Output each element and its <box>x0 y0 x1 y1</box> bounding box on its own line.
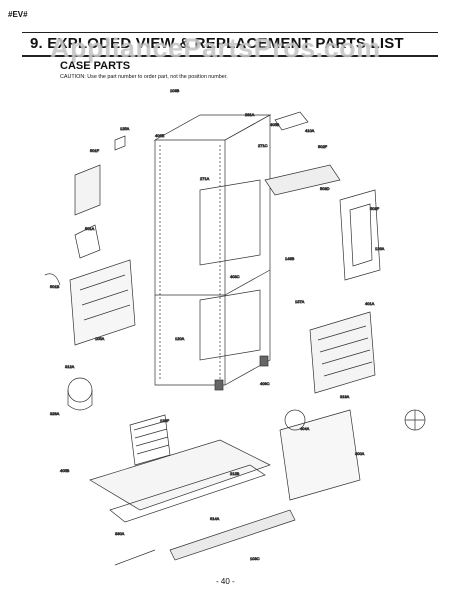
page-number: - 40 - <box>216 577 235 586</box>
callout-503F: 503F <box>370 206 380 211</box>
callout-503D: 503D <box>320 186 330 191</box>
callout-406E: 406E <box>155 133 165 138</box>
callout-103B: 103B <box>170 88 180 93</box>
callout-120F: 120F <box>160 418 170 423</box>
callout-403C: 403C <box>230 274 240 279</box>
callout-137A: 137A <box>295 299 305 304</box>
bottom-parts <box>89 409 361 566</box>
callout-502F: 502F <box>318 144 328 149</box>
callout-271A: 271A <box>200 176 210 181</box>
callout-300A: 300A <box>355 451 365 456</box>
callout-405B-lower: 405B <box>60 468 70 473</box>
callout-501B: 501B <box>50 284 60 289</box>
page-corner-tag: #EV# <box>8 10 28 19</box>
exploded-view-diagram: 103B 281A 405B 410A 125A 406E 501F 502F … <box>44 88 426 575</box>
callout-281A: 281A <box>245 112 255 117</box>
callout-330A: 330A <box>115 531 125 536</box>
callout-312A: 312A <box>65 364 75 369</box>
callout-126A: 126A <box>375 246 385 251</box>
callout-105A: 105A <box>95 336 105 341</box>
caution-note: CAUTION: Use the part number to order pa… <box>60 74 228 80</box>
callout-271C: 271C <box>258 143 268 148</box>
cabinet-drawing <box>153 114 272 391</box>
part-callouts: 103B 281A 405B 410A 125A 406E 501F 502F … <box>50 88 385 575</box>
section-title: CASE PARTS <box>60 60 131 72</box>
left-parts <box>44 135 136 411</box>
callout-405B: 405B <box>270 122 280 127</box>
callout-409C: 409C <box>260 381 270 386</box>
callout-319A: 319A <box>340 394 350 399</box>
callout-501A: 501A <box>85 226 95 231</box>
callout-329A: 329A <box>50 411 60 416</box>
callout-212B: 212B <box>230 471 240 476</box>
callout-501F: 501F <box>90 148 100 153</box>
callout-401A: 401A <box>365 301 375 306</box>
callout-125A: 125A <box>120 126 130 131</box>
watermark: AppliancePartsPros.com <box>50 33 381 63</box>
callout-149B: 149B <box>285 256 295 261</box>
right-parts <box>264 111 426 431</box>
callout-404A: 404A <box>300 426 310 431</box>
callout-124A: 124A <box>115 574 125 575</box>
callout-614A: 614A <box>210 516 220 521</box>
page-header: 9. EXPLODED VIEW & REPLACEMENT PARTS LIS… <box>22 32 438 63</box>
callout-120A: 120A <box>175 336 185 341</box>
callout-410A: 410A <box>305 128 315 133</box>
page-title: 9. EXPLODED VIEW & REPLACEMENT PARTS LIS… <box>30 35 404 52</box>
callout-103C: 103C <box>250 556 260 561</box>
